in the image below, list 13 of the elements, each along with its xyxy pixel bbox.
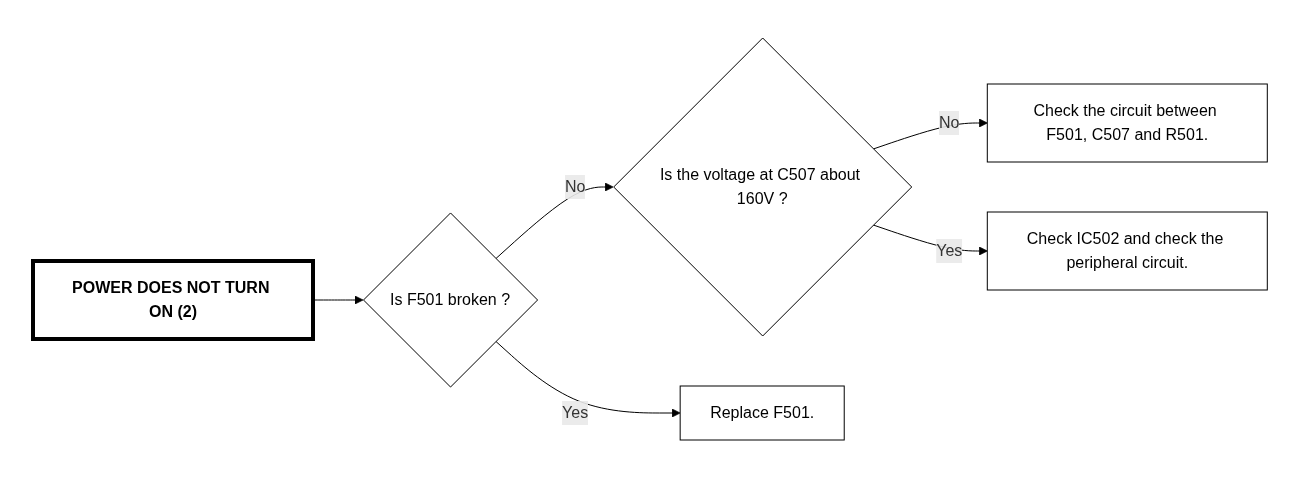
node-box: POWER DOES NOT TURN ON (2) — [30, 258, 315, 341]
edge-label: No — [938, 113, 960, 131]
edge-label: Yes — [936, 241, 963, 259]
arrow — [495, 182, 614, 259]
node-diamond: Is F501 broken ? — [362, 211, 538, 388]
arrow — [495, 340, 681, 417]
edge-label: Yes — [561, 403, 589, 421]
node-box: Check the circuit between F501, C507 and R501. — [986, 83, 1268, 162]
node-box: Replace F501. — [679, 385, 845, 440]
edge-label: No — [564, 177, 586, 195]
node-box: Check IC502 and check the peripheral circuit. — [986, 211, 1268, 290]
arrow — [872, 118, 988, 149]
node-diamond: Is the voltage at C507 about 160V ? — [613, 37, 913, 336]
